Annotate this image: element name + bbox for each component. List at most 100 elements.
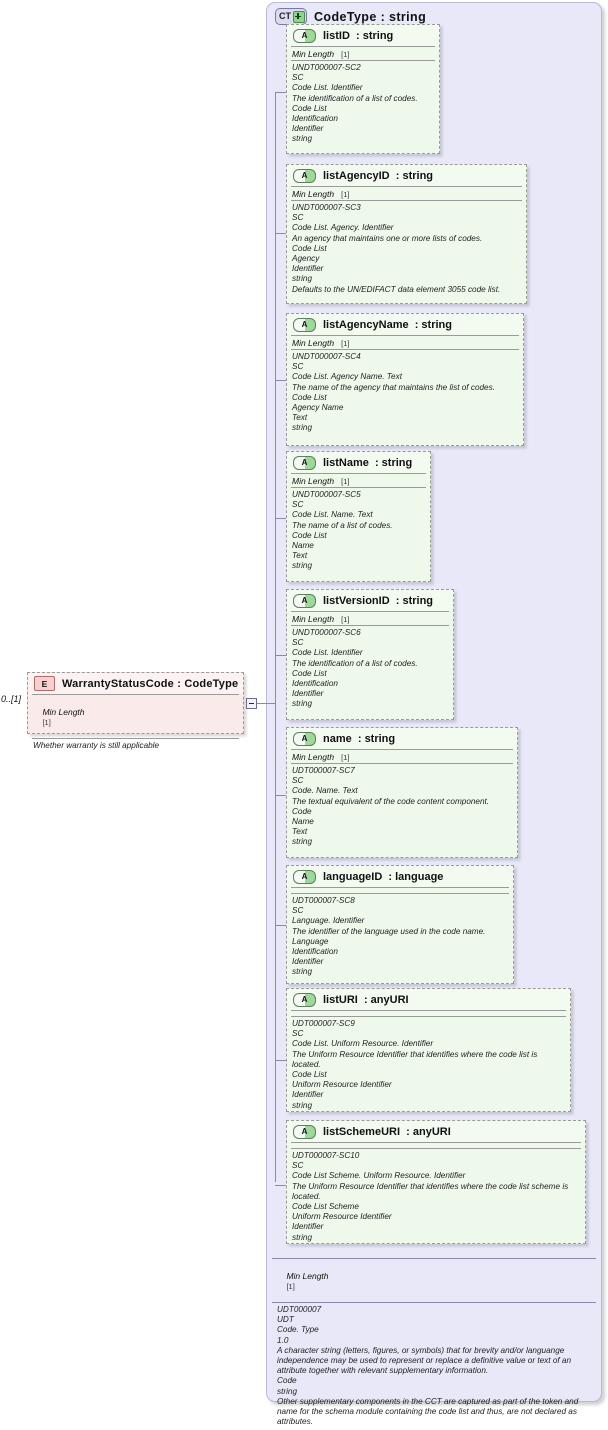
divider [291,335,519,336]
element-documentation: Whether warranty is still applicable [28,739,243,754]
attribute-facet-value: [1] [341,752,350,762]
attribute-doc-line: string [292,1100,313,1110]
element-cardinality: 0..[1] [1,694,22,704]
attribute-doc-line: Code [292,806,312,816]
attribute-doc-line: Language [292,936,329,946]
plus-square-icon[interactable] [293,10,305,23]
element-connector-line [257,703,276,704]
attribute-facet: Min Length [1] [287,750,517,763]
attribute-doc-line: UNDT000007-SC4 [292,352,361,361]
attribute-badge: A [293,593,316,608]
divider [32,738,239,739]
attribute-doc-line: UDT000007-SC9 [292,1019,355,1028]
tree-stub [275,380,286,381]
attribute-facet-value: [1] [341,338,350,348]
attribute-doc-line: Name [292,541,314,551]
attribute-name: listURI : anyURI [323,993,409,1006]
attribute-doc-line: UNDT000007-SC5 [292,490,361,499]
attribute-doc-line: Code List Scheme. Uniform Resource. Iden… [292,1171,466,1181]
attribute-name: listAgencyName : string [323,318,452,331]
attribute-doc-line: Code List [292,392,327,402]
attribute-badge: A [293,28,316,43]
attribute-doc-line: Identifier [292,1222,324,1232]
attribute-doc-line: Code List. Identifier [292,83,363,93]
attribute-doc-line: The Uniform Resource Identifier that ide… [292,1181,569,1201]
attribute-doc-line: SC [292,213,304,223]
attribute-doc-line: The name of a list of codes. [292,520,393,530]
divider [291,893,509,894]
attribute-doc-line: Code List [292,668,327,678]
attribute-doc-line: Identifier [292,124,324,134]
attribute-doc-line: The identification of a list of codes. [292,658,418,668]
attribute-badge: A [293,168,316,183]
element-box-warrantystatuscode[interactable]: E WarrantyStatusCode : CodeType Min Leng… [27,672,244,750]
attribute-doc-line: string [292,134,313,144]
attribute-doc-line: Code. Name. Text [292,786,358,796]
element-facet-value: [1] [42,717,51,727]
type-doc-line: string [277,1386,298,1396]
divider [291,60,435,61]
attribute-facet-value: [1] [341,49,350,59]
attribute-facet: Min Length [1] [287,187,526,200]
element-facet: Min Length [1] [28,695,243,738]
tree-spine [275,92,276,1182]
attribute-doc-line: Code List [292,103,327,113]
attribute-doc-line: Name [292,817,314,827]
element-name: WarrantyStatusCode : CodeType [62,677,239,690]
attribute-badge: A [293,455,316,470]
attribute-doc-line: An agency that maintains one or more lis… [292,233,483,243]
attribute-doc-line: string [292,699,313,709]
attribute-doc-line: Code List Scheme [292,1202,359,1212]
attribute-name: listID : string [323,29,394,42]
type-facet: Min Length [1] [272,1259,596,1302]
attribute-doc-line: Identifier [292,264,324,274]
attribute-doc-line: UDT000007-SC8 [292,896,355,905]
attribute-badge: A [293,317,316,332]
attribute-doc-line: Code List [292,243,327,253]
attribute-name: listAgencyID : string [323,169,434,182]
attribute-doc-line: UNDT000007-SC6 [292,628,361,637]
complextype-badge[interactable]: CT [275,8,307,25]
attribute-doc-line: Code List [292,530,327,540]
type-doc-line: Other supplementary components in the CC… [277,1396,579,1427]
divider [291,1142,581,1143]
attribute-doc-line: SC [292,776,304,786]
divider [291,887,509,888]
divider [291,487,426,488]
attribute-facet-value: [1] [341,189,350,199]
attribute-badge: A [293,869,316,884]
attribute-doc-line: UNDT000007-SC2 [292,63,361,72]
attribute-facet: Min Length [1] [287,612,453,625]
divider [291,200,522,201]
attribute-doc-line: Uniform Resource Identifier [292,1080,392,1090]
attribute-facet-label: Min Length [292,751,342,762]
tree-stub [275,1185,286,1186]
attribute-doc-line: string [292,423,313,433]
attribute-doc-line: The identification of a list of codes. [292,93,418,103]
attribute-doc-line: string [292,837,313,847]
attribute-doc-line: string [292,561,313,571]
collapse-toggle-icon[interactable] [246,698,257,709]
attribute-doc-line: Code List. Name. Text [292,510,373,520]
attribute-badge: A [293,1124,316,1139]
divider [32,694,239,695]
attribute-doc-line: Identifier [292,1090,324,1100]
complextype-badge-label: CT [279,11,291,21]
divider [291,611,449,612]
